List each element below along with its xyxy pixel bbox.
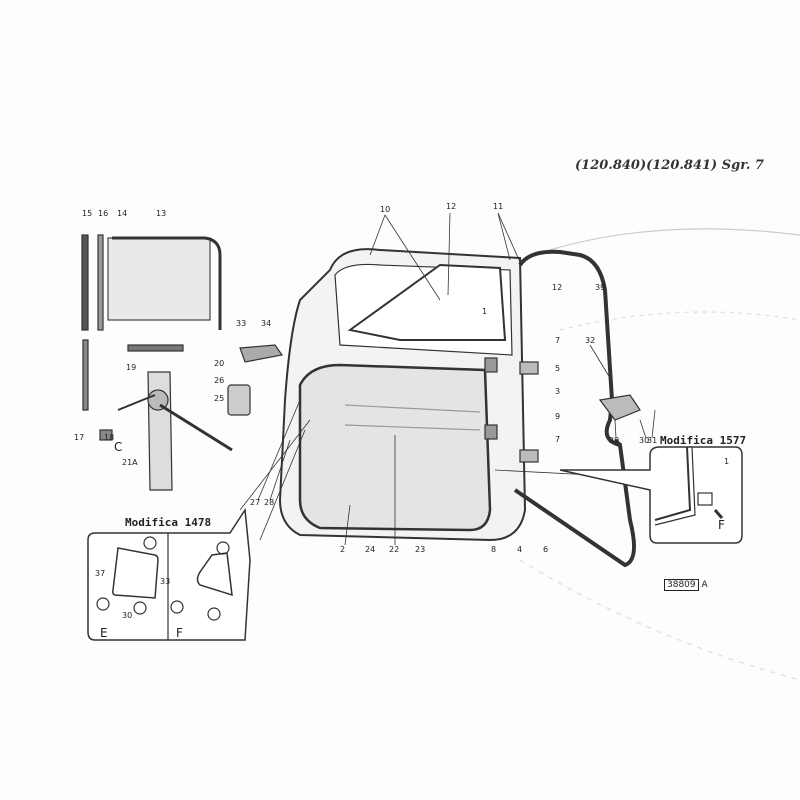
part-label: 14	[117, 209, 128, 218]
part-label: 27	[250, 498, 261, 507]
dimension-label: 37	[95, 569, 106, 578]
part-label: 7	[555, 336, 561, 345]
part-label: 30	[639, 436, 650, 445]
view-label-f-right: F	[718, 518, 725, 532]
drawing-title: (120.840)(120.841) Sgr. 7	[575, 158, 764, 173]
part-label: 17	[74, 433, 85, 442]
inset-part-label: 1	[724, 457, 730, 466]
dimension-label: 30	[122, 611, 133, 620]
part-label: 22	[389, 545, 400, 554]
part-label: 33	[236, 319, 247, 328]
dimension-label: 33	[160, 577, 171, 586]
part-label: 39	[595, 283, 606, 292]
reference-number: 38809 A	[664, 579, 708, 591]
part-label: 34	[261, 319, 272, 328]
inset-title-1577: Modifica 1577	[660, 434, 747, 447]
part-label: 8	[491, 545, 497, 554]
part-label: 6	[543, 545, 549, 554]
part-label: 5	[555, 364, 561, 373]
part-label: 21A	[122, 458, 138, 467]
part-label: 31	[647, 436, 658, 445]
view-label-f: F	[176, 626, 183, 640]
part-label: 28	[264, 498, 275, 507]
window-glass	[107, 237, 211, 321]
part-label: 9	[555, 412, 561, 421]
inset-title-1478: Modifica 1478	[125, 516, 212, 529]
part-label: 19	[126, 363, 137, 372]
part-label: 29	[609, 436, 620, 445]
part-label: 3	[555, 387, 561, 396]
part-label: 24	[365, 545, 376, 554]
part-label: 20	[214, 359, 225, 368]
part-label: 23	[415, 545, 426, 554]
section-marker: C	[114, 440, 123, 454]
view-label-e: E	[100, 626, 108, 640]
part-label: 11	[493, 202, 504, 211]
part-label: 16	[98, 209, 109, 218]
part-label: 13	[156, 209, 167, 218]
inset-modifica-1478	[87, 507, 251, 641]
inset-modifica-1577	[559, 446, 743, 544]
part-label: 4	[517, 545, 523, 554]
part-label: 25	[214, 394, 225, 403]
part-label: 12	[446, 202, 457, 211]
part-label: 1	[482, 307, 488, 316]
part-label: 12	[552, 283, 563, 292]
part-label: 18	[104, 433, 115, 442]
part-label: 2	[340, 545, 346, 554]
part-label: 10	[380, 205, 391, 214]
part-label: 26	[214, 376, 225, 385]
part-label: 32	[585, 336, 596, 345]
part-label: 7	[555, 435, 561, 444]
part-label: 15	[82, 209, 93, 218]
